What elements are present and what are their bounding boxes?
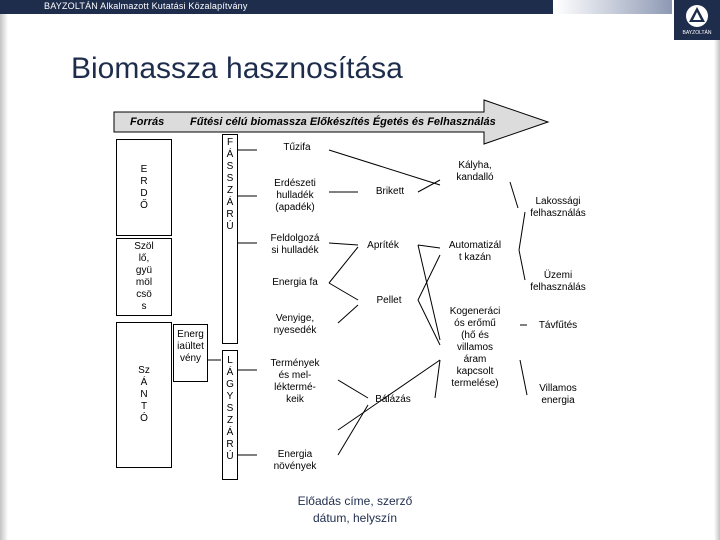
burn-kogeneracio: Kogeneráci ós erőmű (hő és villamos áram… — [449, 306, 501, 389]
arrow-label-stages: Fűtési célú biomassza Előkészítés Égetés… — [190, 116, 496, 128]
logo-text: BAYZOLTÁN — [682, 30, 712, 36]
prep-brikett: Brikett — [375, 186, 405, 197]
org-name: BAYZOLTÁN Alkalmazott Kutatási Közalapít… — [44, 1, 248, 11]
prep-balazas: Bálázás — [375, 394, 411, 405]
prep-pellet: Pellet — [376, 295, 402, 306]
biomass-venyige: Venyige, nyesedék — [273, 313, 317, 336]
source-arable-land: Sz Á N T Ó — [116, 322, 172, 468]
burn-automatizalt: Automatizál t kazán — [448, 240, 502, 263]
header-gradient — [555, 0, 672, 14]
slide-title: Biomassza hasznosítása — [71, 52, 403, 85]
biomass-energianovenyek: Energia növények — [273, 449, 317, 472]
prep-apritek: Apríték — [367, 240, 399, 251]
arrow-label-forras: Forrás — [130, 116, 165, 128]
biomass-termenyek: Termények és mel- léktermé- keik — [270, 358, 320, 405]
source-vineyard-orchard: Szöl lő, gyü möl csö s — [116, 238, 172, 316]
use-lakossagi: Lakossági felhasználás — [530, 196, 586, 219]
source-energy-plantation: Energ iaültet vény — [173, 324, 208, 382]
herbaceous-column: L Á G Y S Z Á R Ú — [222, 350, 238, 480]
biomass-energiafa: Energia fa — [272, 277, 318, 288]
use-tavfutes: Távfűtés — [538, 320, 578, 331]
biomass-erdeszeti: Erdészeti hulladék (apadék) — [274, 178, 316, 213]
source-forest: E R D Ő — [116, 139, 172, 236]
biomass-feldolgozasi: Feldolgozá si hulladék — [270, 233, 320, 256]
biomass-tuzifa: Tűzifa — [283, 142, 311, 153]
footer-subtitle: Előadás címe, szerző dátum, helyszín — [297, 494, 413, 525]
logo-icon — [686, 5, 708, 27]
use-uzemi: Üzemi felhasználás — [530, 270, 586, 293]
left-side-panel — [0, 14, 8, 540]
org-logo: BAYZOLTÁN — [674, 0, 720, 40]
use-villamos: Villamos energia — [539, 383, 577, 406]
burn-kalyha: Kályha, kandalló — [456, 160, 494, 183]
header-bar: BAYZOLTÁN Alkalmazott Kutatási Közalapít… — [0, 0, 553, 14]
right-side-panel — [714, 40, 720, 540]
woody-column: F Á S S Z Á R Ú — [222, 134, 238, 344]
